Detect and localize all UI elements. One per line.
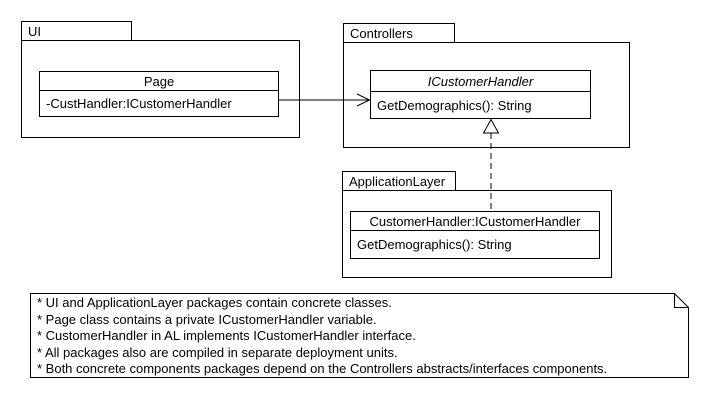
package-tab-application-layer: ApplicationLayer <box>342 171 456 191</box>
class-title-customerhandler: CustomerHandler:ICustomerHandler <box>351 212 599 231</box>
class-box-page: Page -CustHandler:ICustomerHandler <box>39 71 279 117</box>
package-label-controllers: Controllers <box>350 25 413 41</box>
class-title-icustomerhandler: ICustomerHandler <box>371 71 590 92</box>
note-line: * Both concrete components packages depe… <box>37 361 608 376</box>
class-title-page: Page <box>40 72 278 91</box>
class-member-custhandler: -CustHandler:ICustomerHandler <box>46 96 232 111</box>
package-label-application-layer: ApplicationLayer <box>349 173 446 189</box>
note-annotation: * UI and ApplicationLayer packages conta… <box>30 293 688 378</box>
note-line: * CustomerHandler in AL implements ICust… <box>37 328 416 343</box>
package-label-ui: UI <box>28 23 41 39</box>
class-box-icustomerhandler: ICustomerHandler GetDemographics(): Stri… <box>370 70 591 119</box>
note-line: * UI and ApplicationLayer packages conta… <box>37 295 392 310</box>
class-box-customerhandler: CustomerHandler:ICustomerHandler GetDemo… <box>350 211 600 259</box>
class-member-getdemographics-impl: GetDemographics(): String <box>357 237 512 252</box>
package-tab-ui: UI <box>21 21 132 41</box>
package-tab-controllers: Controllers <box>343 23 455 43</box>
class-member-getdemographics-interface: GetDemographics(): String <box>377 97 532 113</box>
note-line: * All packages also are compiled in sepa… <box>37 344 398 360</box>
note-line: * Page class contains a private ICustome… <box>37 311 377 327</box>
